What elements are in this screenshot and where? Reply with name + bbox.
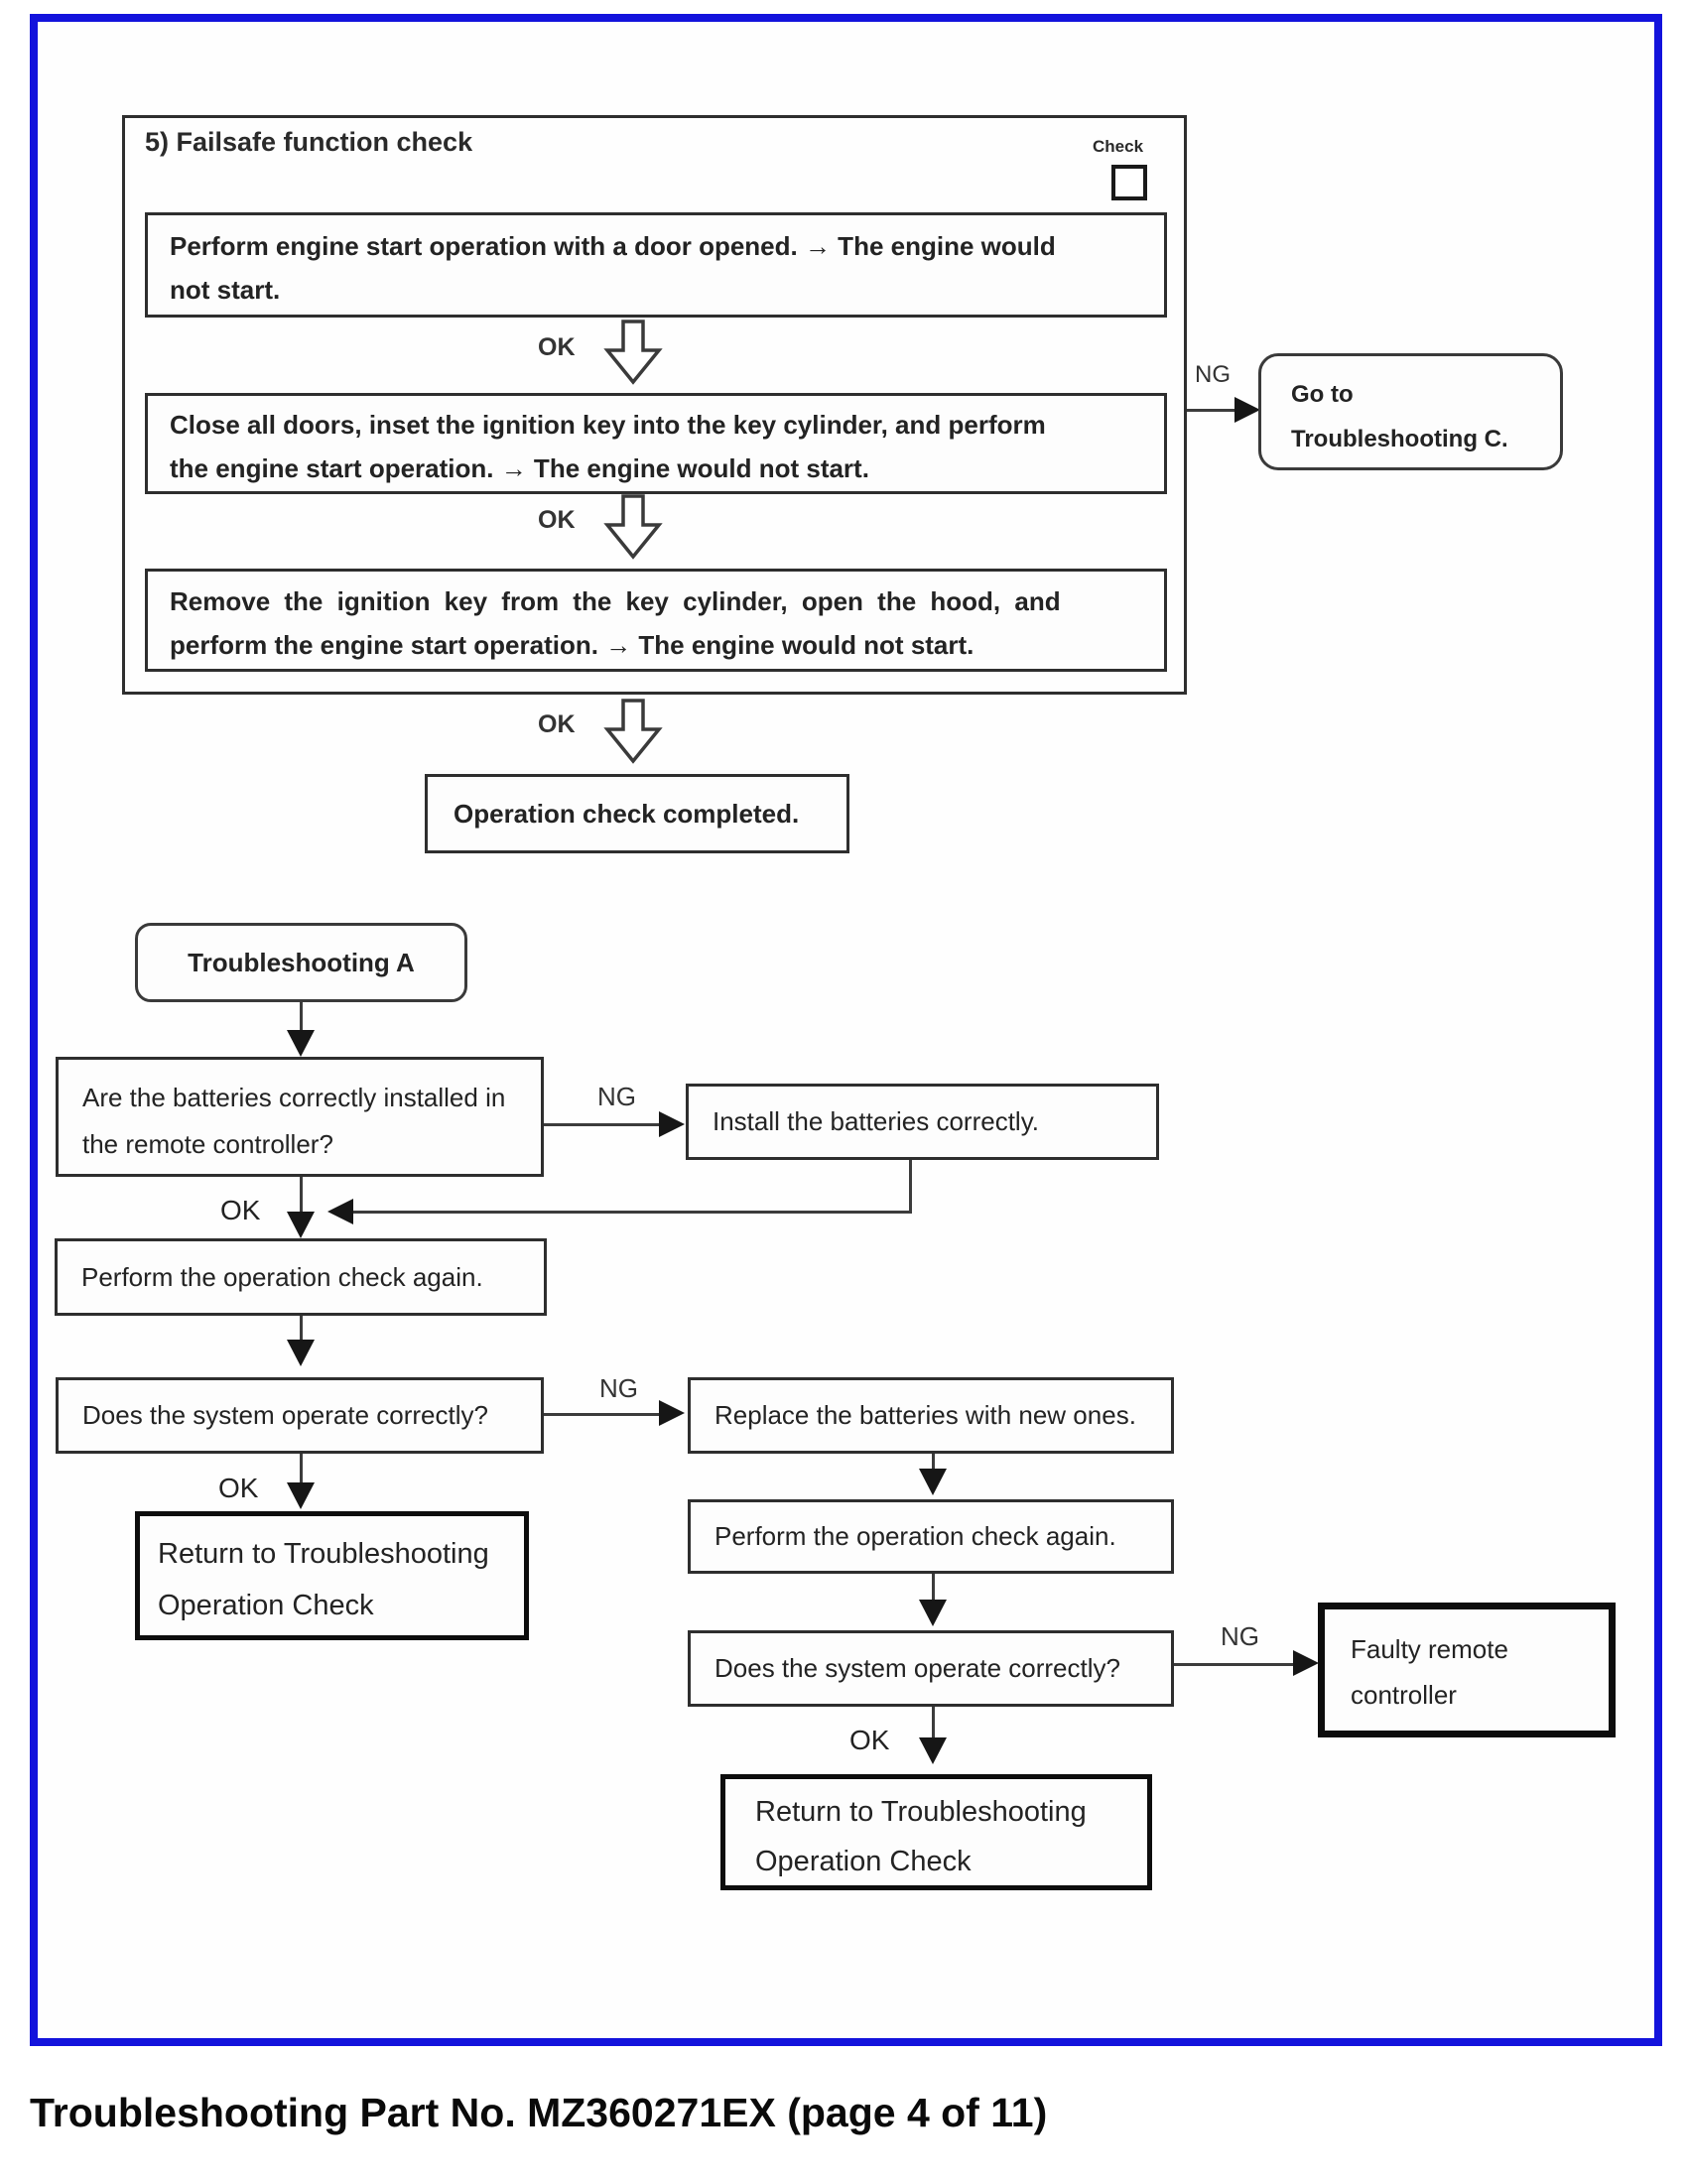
ok-hollow-arrow-icon xyxy=(603,320,663,385)
down-arrowhead-icon xyxy=(287,1030,315,1057)
ng-arrowhead-icon xyxy=(1234,397,1260,423)
down-arrowhead-icon xyxy=(287,1340,315,1366)
operation-check-completed-box: Operation check completed. xyxy=(425,774,849,853)
action-text: Replace the batteries with new ones. xyxy=(714,1400,1136,1430)
failsafe-step-1-box: Perform engine start operation with a do… xyxy=(145,212,1167,318)
system-operate-question-box-1: Does the system operate correctly? xyxy=(56,1377,544,1454)
result-text: controller xyxy=(1351,1680,1457,1710)
ok-label: OK xyxy=(538,506,576,534)
return-to-operation-check-box-1: Return to Troubleshooting Operation Chec… xyxy=(135,1511,529,1640)
left-arrowhead-icon xyxy=(327,1199,353,1224)
return-to-operation-check-box-2: Return to Troubleshooting Operation Chec… xyxy=(720,1774,1152,1890)
connector-line xyxy=(932,1454,935,1471)
result-text: Faulty remote xyxy=(1351,1634,1508,1664)
ok-label: OK xyxy=(849,1725,890,1755)
blue-page-frame: 5) Failsafe function check Check Perform… xyxy=(30,14,1662,2046)
batteries-installed-question-box: Are the batteries correctly installed in… xyxy=(56,1057,544,1177)
ok-hollow-arrow-icon xyxy=(603,494,663,560)
perform-check-again-box-2: Perform the operation check again. xyxy=(688,1499,1174,1574)
failsafe-step-3-box: Remove the ignition key from the key cyl… xyxy=(145,569,1167,672)
start-text: Troubleshooting A xyxy=(188,948,415,977)
feedback-line-horizontal xyxy=(345,1211,912,1214)
goto-troubleshooting-c-box: Go to Troubleshooting C. xyxy=(1258,353,1563,470)
connector-line xyxy=(300,1454,303,1484)
ok-label: OK xyxy=(538,710,576,738)
down-arrowhead-icon xyxy=(287,1482,315,1509)
ok-label: OK xyxy=(538,333,576,361)
connector-line xyxy=(932,1574,935,1602)
goto-text: Troubleshooting C. xyxy=(1291,426,1508,452)
ng-arrowhead-icon xyxy=(659,1400,685,1426)
ng-label: NG xyxy=(1195,361,1231,388)
failsafe-section-title: 5) Failsafe function check xyxy=(145,127,473,157)
question-text: the remote controller? xyxy=(82,1129,333,1159)
ng-connector-line xyxy=(1187,409,1241,412)
goto-text: Go to xyxy=(1291,381,1354,408)
question-text: Are the batteries correctly installed in xyxy=(82,1083,506,1112)
return-text: Operation Check xyxy=(158,1590,374,1621)
step-text: perform the engine start operation. → Th… xyxy=(170,630,974,660)
ok-label: OK xyxy=(220,1195,261,1225)
failsafe-step-2-box: Close all doors, inset the ignition key … xyxy=(145,393,1167,494)
troubleshooting-a-start-box: Troubleshooting A xyxy=(135,923,467,1002)
down-arrowhead-icon xyxy=(287,1212,315,1238)
check-label: Check xyxy=(1093,137,1144,156)
feedback-line-vertical xyxy=(909,1160,912,1213)
step-text: Perform engine start operation with a do… xyxy=(170,231,1056,261)
return-text: Operation Check xyxy=(755,1846,972,1877)
faulty-remote-controller-box: Faulty remote controller xyxy=(1318,1603,1616,1737)
question-text: Does the system operate correctly? xyxy=(82,1400,488,1430)
question-text: Does the system operate correctly? xyxy=(714,1653,1120,1683)
step-text: the engine start operation. → The engine… xyxy=(170,453,869,483)
action-text: Perform the operation check again. xyxy=(81,1262,483,1292)
down-arrowhead-icon xyxy=(919,1600,947,1626)
ng-connector-line xyxy=(1174,1663,1295,1666)
action-text: Install the batteries correctly. xyxy=(713,1106,1039,1136)
step-text: Remove the ignition key from the key cyl… xyxy=(170,586,1061,616)
ng-connector-line xyxy=(544,1123,661,1126)
down-arrowhead-icon xyxy=(919,1469,947,1495)
step-text: Close all doors, inset the ignition key … xyxy=(170,410,1046,440)
connector-line xyxy=(300,1177,303,1214)
ng-connector-line xyxy=(544,1413,661,1416)
ng-label: NG xyxy=(599,1373,638,1403)
connector-line xyxy=(300,1002,303,1034)
ng-label: NG xyxy=(1221,1621,1259,1651)
ng-arrowhead-icon xyxy=(1293,1650,1319,1676)
connector-line xyxy=(932,1707,935,1739)
completed-text: Operation check completed. xyxy=(454,799,800,829)
ng-arrowhead-icon xyxy=(659,1111,685,1137)
return-text: Return to Troubleshooting xyxy=(755,1796,1087,1828)
replace-batteries-box: Replace the batteries with new ones. xyxy=(688,1377,1174,1454)
ng-label: NG xyxy=(597,1082,636,1111)
install-batteries-box: Install the batteries correctly. xyxy=(686,1084,1159,1160)
check-checkbox xyxy=(1111,165,1147,200)
perform-check-again-box-1: Perform the operation check again. xyxy=(55,1238,547,1316)
action-text: Perform the operation check again. xyxy=(714,1521,1116,1551)
ok-label: OK xyxy=(218,1473,259,1503)
return-text: Return to Troubleshooting xyxy=(158,1538,489,1570)
page-caption: Troubleshooting Part No. MZ360271EX (pag… xyxy=(30,2090,1048,2135)
connector-line xyxy=(300,1316,303,1342)
step-text: not start. xyxy=(170,275,281,305)
down-arrowhead-icon xyxy=(919,1737,947,1764)
failsafe-section-box xyxy=(122,115,1187,695)
system-operate-question-box-2: Does the system operate correctly? xyxy=(688,1630,1174,1707)
ok-hollow-arrow-icon xyxy=(603,699,663,764)
